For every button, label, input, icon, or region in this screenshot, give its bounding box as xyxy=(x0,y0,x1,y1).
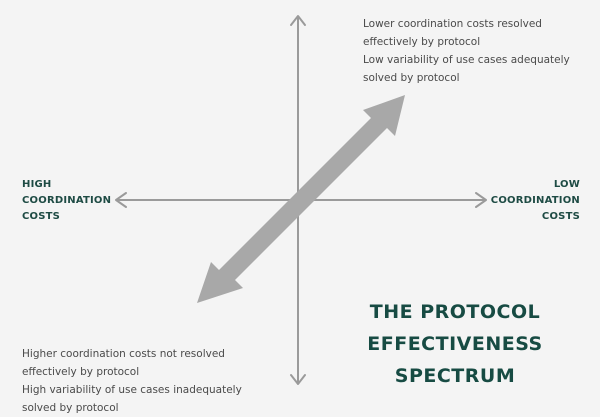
quadrant-text-top-right: Lower coordination costs resolved effect… xyxy=(363,15,570,87)
quadrant-text-line: Higher coordination costs not resolved xyxy=(22,348,225,360)
quadrant-text-line: High variability of use cases inadequate… xyxy=(22,384,242,396)
axis-label-high-line: HIGH xyxy=(22,179,52,190)
horizontal-axis-left-arrowhead xyxy=(115,192,127,208)
diagram-title-line: EFFECTIVENESS xyxy=(367,333,543,355)
diagram-title: THE PROTOCOL EFFECTIVENESS SPECTRUM xyxy=(355,296,555,392)
quadrant-text-line: Lower coordination costs resolved xyxy=(363,18,542,30)
axis-label-high-line: COSTS xyxy=(22,211,61,222)
axis-label-low-coordination-costs: LOW COORDINATION COSTS xyxy=(491,177,580,225)
quadrant-text-line: effectively by protocol xyxy=(22,366,140,378)
axis-label-high-coordination-costs: HIGH COORDINATION COSTS xyxy=(22,177,111,225)
quadrant-text-bottom-left: Higher coordination costs not resolved e… xyxy=(22,345,242,417)
axis-label-high-line: COORDINATION xyxy=(22,195,112,206)
quadrant-text-line: solved by protocol xyxy=(363,72,460,84)
diagram-title-line: THE PROTOCOL xyxy=(369,301,541,323)
diagonal-double-arrow xyxy=(197,95,405,303)
axis-label-low-line: LOW xyxy=(553,179,580,190)
axis-label-low-line: COSTS xyxy=(541,211,580,222)
spectrum-diagram xyxy=(115,15,487,385)
diagram-title-line: SPECTRUM xyxy=(394,365,516,387)
vertical-axis-bottom-arrowhead xyxy=(290,374,306,385)
vertical-axis-top-arrowhead xyxy=(290,15,306,26)
axis-label-low-line: COORDINATION xyxy=(490,195,580,206)
horizontal-axis-right-arrowhead xyxy=(475,192,487,208)
quadrant-text-line: effectively by protocol xyxy=(363,36,481,48)
quadrant-text-line: Low variability of use cases adequately xyxy=(363,54,570,66)
quadrant-text-line: solved by protocol xyxy=(22,402,119,414)
